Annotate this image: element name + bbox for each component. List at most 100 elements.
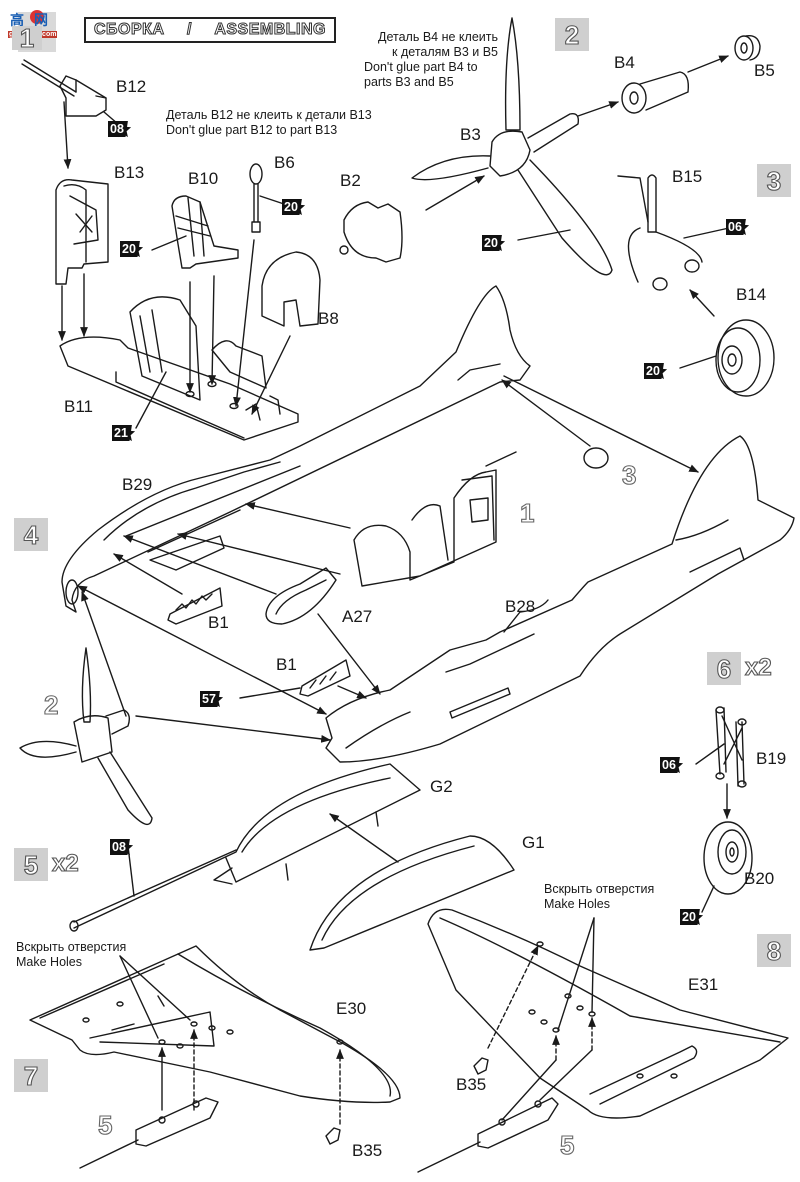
- arrow-b3-b4: [577, 101, 619, 117]
- label-b8: B8: [318, 309, 339, 328]
- leader-holes-left-a: [119, 955, 159, 1039]
- label-b5: B5: [754, 61, 775, 80]
- title-en: ASSEMBLING: [214, 21, 326, 39]
- label-b2: B2: [340, 171, 361, 190]
- part-g2-fairing: [69, 763, 421, 932]
- arrow-prop-b28: [135, 715, 331, 743]
- leader-b1-paint: [239, 687, 301, 699]
- arrow-b1-b28: [337, 685, 367, 699]
- arrow-a27-b28: [317, 613, 381, 695]
- ref-subassembly-2: 2: [43, 690, 59, 720]
- part-b11-cockpit-floor: [59, 296, 299, 441]
- arrow-g1-g2: [329, 813, 399, 863]
- step-badge-5: 5: [14, 848, 48, 881]
- label-b29: B29: [122, 475, 153, 494]
- part-b20-wheel: [703, 821, 753, 895]
- arrow-a27-b29: [123, 535, 277, 595]
- subassembly-1-cockpit: [353, 451, 517, 587]
- arrow-b10-b: [208, 275, 217, 385]
- part-b5-bushing: [734, 35, 761, 61]
- label-b35-left: B35: [352, 1141, 383, 1160]
- paint-tag-b12: 08: [108, 120, 132, 138]
- paint-tag-b20: 20: [680, 908, 704, 926]
- step-6-multiplier: x2: [744, 654, 772, 681]
- label-b1-upper: B1: [208, 613, 229, 632]
- label-b15: B15: [672, 167, 703, 186]
- subassembly-5-gondola-right: [417, 1049, 593, 1173]
- arrow-tailwheel: [501, 379, 591, 447]
- part-g1-fairing: [309, 835, 515, 951]
- label-g1: G1: [522, 833, 545, 852]
- part-b35-hook-left: [325, 1127, 341, 1145]
- step-badge-7: 7: [14, 1059, 48, 1092]
- label-b35-right: B35: [456, 1075, 487, 1094]
- step-badge-2: 2: [555, 18, 589, 51]
- part-b14-tail-wheel: [715, 319, 775, 397]
- part-b10-seat: [171, 195, 239, 269]
- arrow-b29-b28: [77, 585, 327, 715]
- label-g2: G2: [430, 777, 453, 796]
- paint-tag-b14: 20: [644, 362, 668, 380]
- arrow-cockpit-b29-b: [177, 532, 341, 575]
- step-badge-8: 8: [757, 934, 791, 967]
- gaoshan-logo-icon: [30, 10, 44, 24]
- arrow-b4-b5: [687, 55, 729, 73]
- title-ru: СБОРКА: [94, 21, 165, 39]
- label-b12: B12: [116, 77, 147, 96]
- arrow-b2-b3: [425, 175, 485, 211]
- part-e30-wing-left: [29, 945, 401, 1104]
- ref-subassembly-3: 3: [621, 460, 637, 490]
- paint-tag-b10: 20: [120, 240, 144, 258]
- paint-tag-b15: 06: [726, 218, 750, 236]
- step-5-multiplier: x2: [51, 850, 79, 877]
- label-b6: B6: [274, 153, 295, 172]
- step-badge-6: 6: [707, 652, 741, 685]
- part-a27-cowling-top: [265, 567, 337, 625]
- label-b3: B3: [460, 125, 481, 144]
- arrow-b6: [233, 239, 255, 407]
- leader-b11-paint: [135, 371, 167, 429]
- title-separator: /: [186, 21, 192, 39]
- paint-tag-b3: 20: [482, 234, 506, 252]
- paint-tag-b19: 06: [660, 756, 684, 774]
- part-b35-hook-right: [473, 1057, 489, 1075]
- label-b19: B19: [756, 749, 787, 768]
- arrow-cockpit-b29-a: [245, 502, 351, 529]
- arrow-b14-b15: [689, 289, 715, 317]
- label-b20: B20: [744, 869, 775, 888]
- part-b8-panel: [261, 251, 321, 327]
- step-badge-4: 4: [14, 518, 48, 551]
- label-b11: B11: [64, 397, 93, 416]
- part-b4-shaft: [621, 71, 690, 114]
- part-b6-control-stick: [249, 163, 263, 233]
- step-badge-1: 1: [12, 24, 42, 52]
- paint-tag-b11: 21: [112, 424, 136, 442]
- leader-b3-paint: [517, 229, 571, 241]
- leader-b20-paint: [701, 885, 715, 913]
- subassembly-3-tailwheel: [583, 447, 609, 469]
- step-badge-3: 3: [757, 164, 791, 197]
- leader-b19-paint: [695, 743, 725, 765]
- arrow-b8: [251, 335, 291, 415]
- leader-b10-paint: [151, 235, 187, 251]
- label-b10: B10: [188, 169, 219, 188]
- leader-b14-paint: [679, 355, 717, 369]
- leader-holes-right-b: [591, 917, 595, 1013]
- part-b28-fuselage-right: [325, 435, 795, 763]
- paint-tag-b1: 57: [200, 690, 224, 708]
- arrow-b29-b28-tail: [503, 375, 699, 473]
- label-e31: E31: [688, 975, 719, 994]
- leader-holes-right-a: [557, 917, 595, 1031]
- part-b15-tail-strut: [617, 174, 703, 291]
- subassembly-5-gondola-left: [79, 1097, 219, 1169]
- paint-tag-b6: 20: [282, 198, 306, 216]
- paint-tag-g: 08: [110, 838, 134, 856]
- page-title: СБОРКА / ASSEMBLING: [84, 17, 336, 43]
- label-b13: B13: [114, 163, 145, 182]
